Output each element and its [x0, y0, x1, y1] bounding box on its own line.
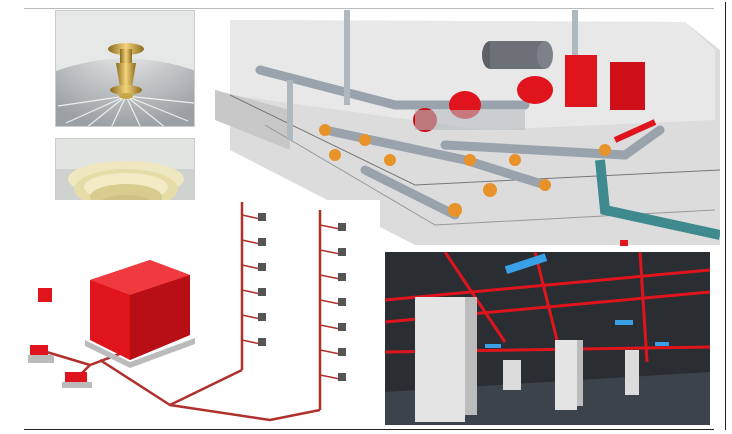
riser-diagram [20, 200, 380, 430]
top-rule [24, 8, 714, 9]
sprinkler-photo [55, 10, 195, 127]
pump-room-render [215, 10, 720, 246]
parking-garage-bim [385, 252, 710, 425]
bottom-rule [24, 429, 714, 430]
right-rule [725, 2, 726, 430]
